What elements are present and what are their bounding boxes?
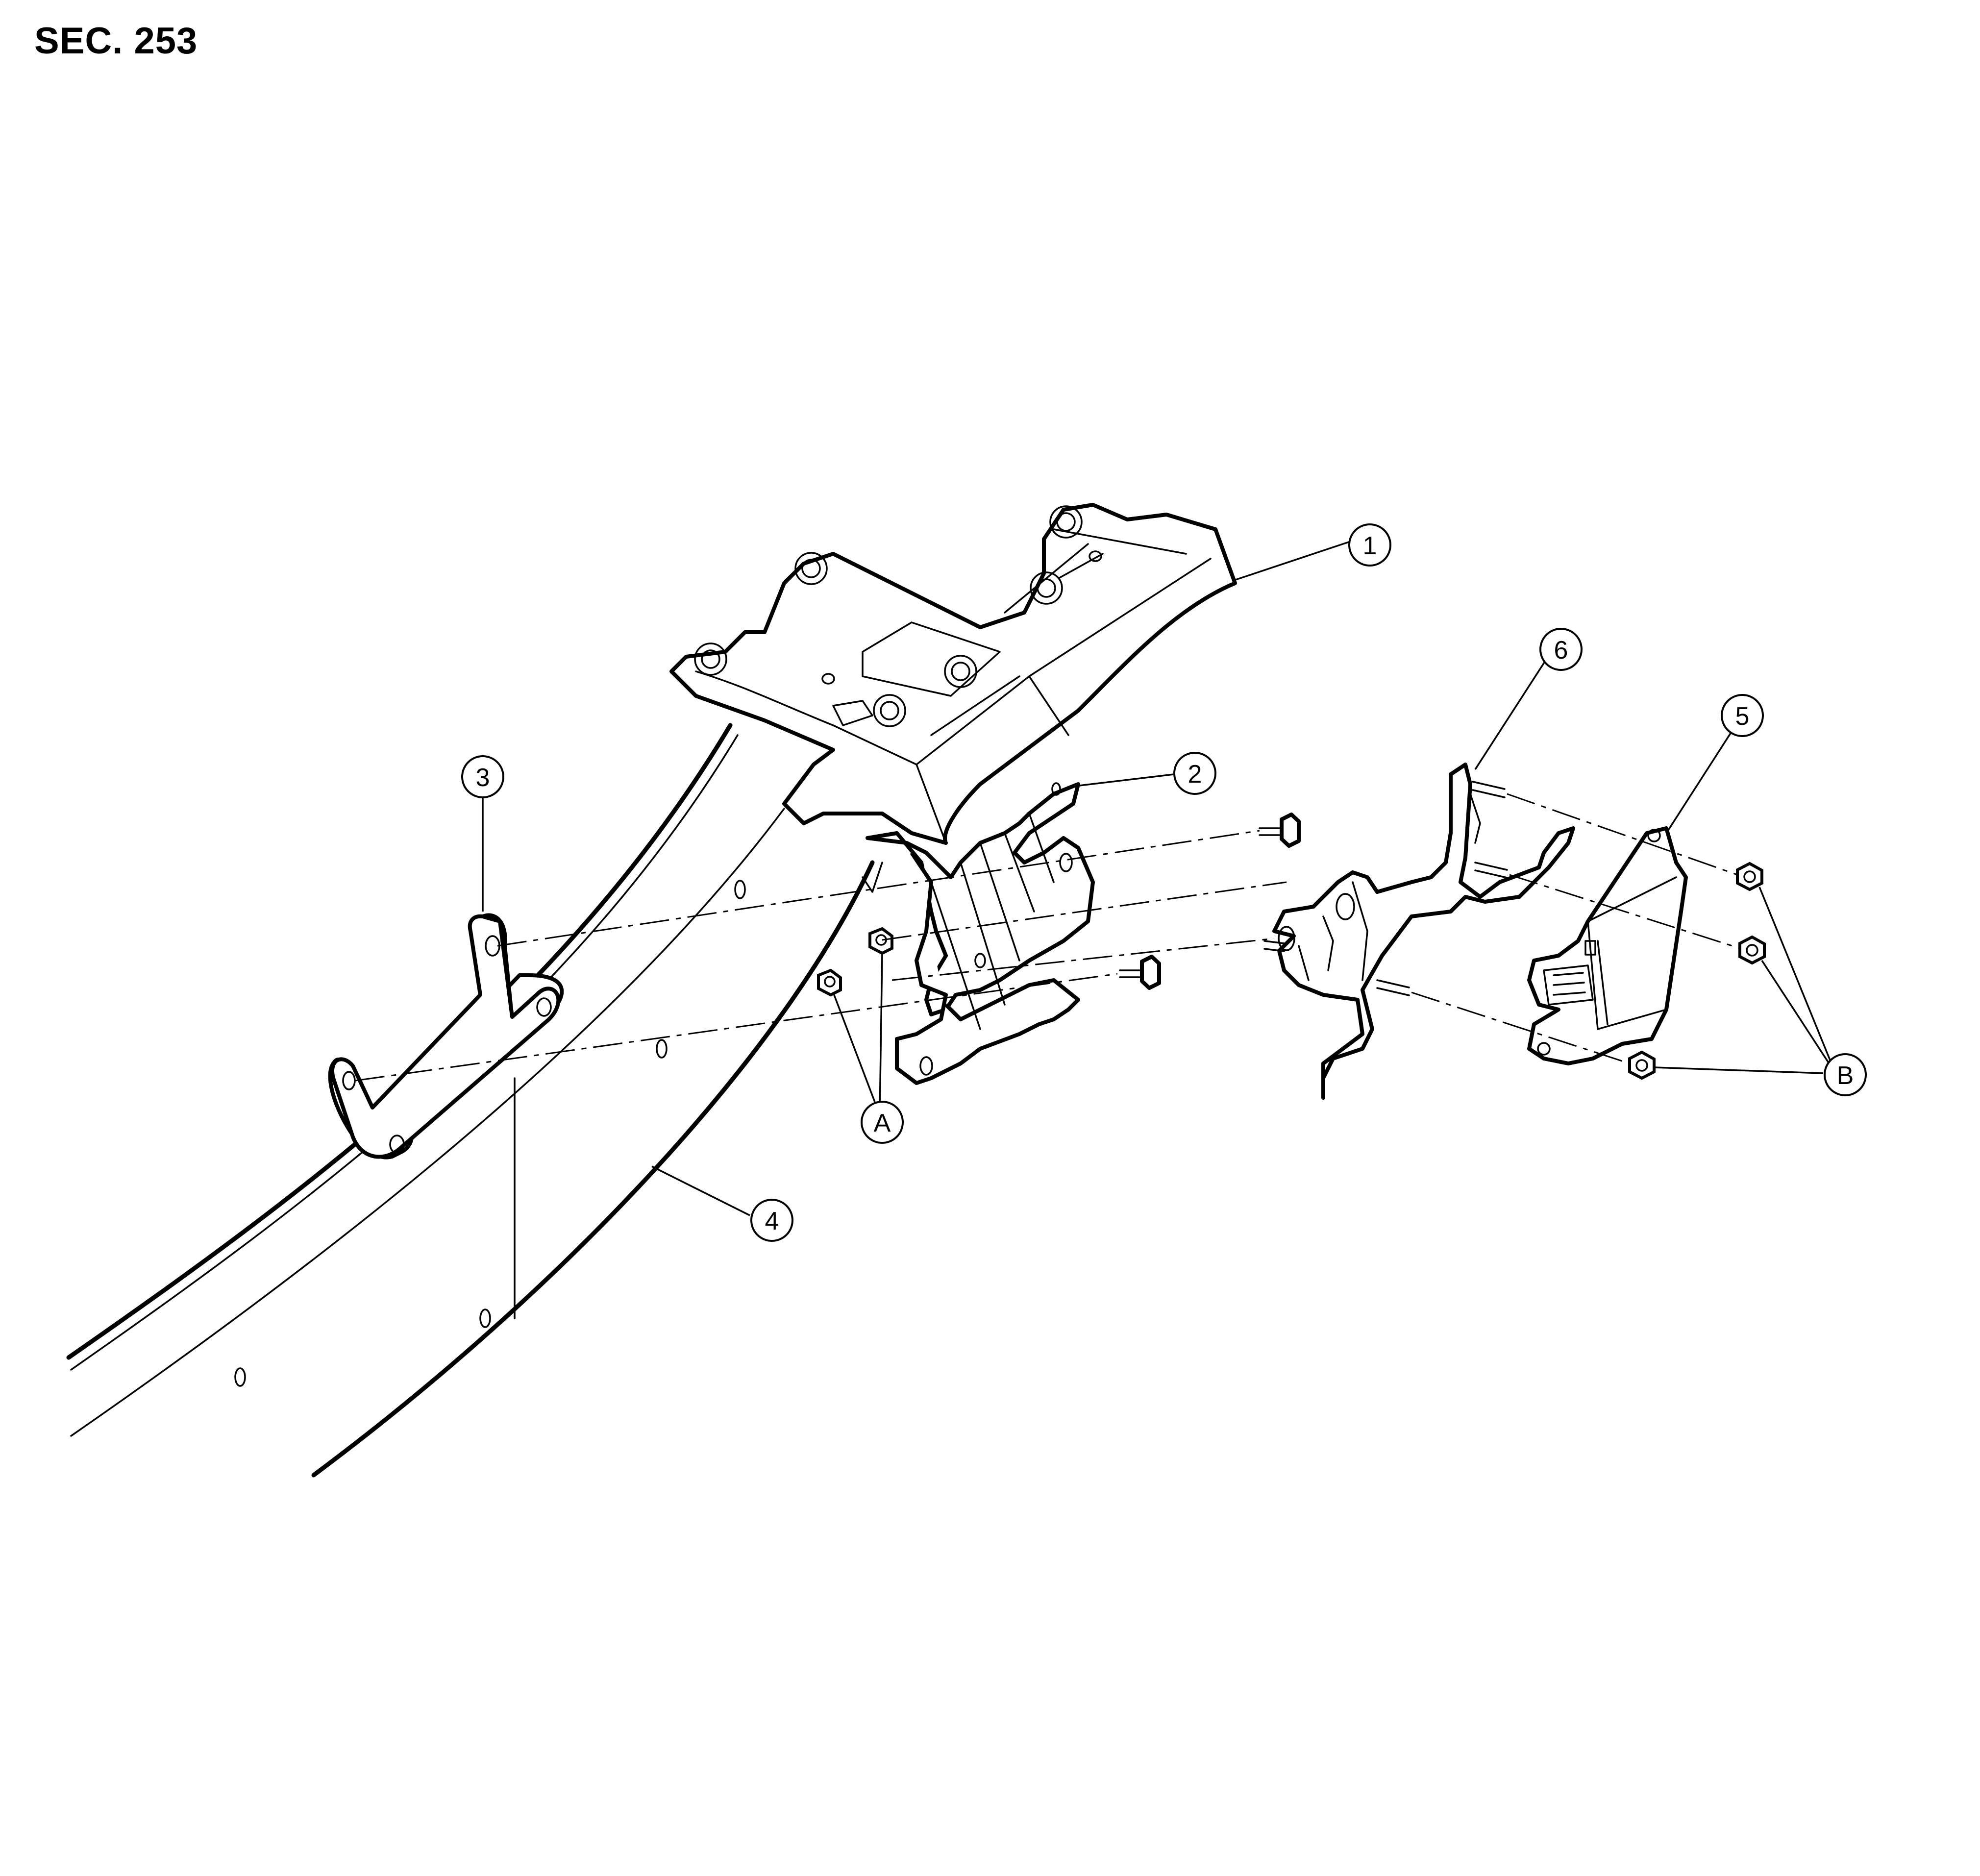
nut-a-upper bbox=[868, 927, 893, 955]
part-3-bracket bbox=[328, 913, 564, 1160]
nut-b-1 bbox=[1736, 862, 1763, 891]
callout-6: 6 bbox=[1539, 628, 1583, 671]
part-1-member bbox=[669, 503, 1237, 845]
bolt-lower bbox=[1119, 955, 1161, 990]
callout-3: 3 bbox=[461, 755, 504, 798]
callout-2-label: 2 bbox=[1188, 760, 1202, 789]
callout-1-label: 1 bbox=[1363, 532, 1377, 560]
part-2-bracket bbox=[862, 782, 1095, 1085]
part-4-frame bbox=[66, 723, 875, 1478]
callout-2: 2 bbox=[1173, 752, 1216, 795]
nut-b-3 bbox=[1628, 1050, 1656, 1080]
part-5-sensor bbox=[1527, 826, 1688, 1065]
nut-a-lower bbox=[817, 968, 842, 997]
assembly-lines bbox=[355, 793, 1740, 1082]
nut-b-2 bbox=[1738, 935, 1766, 965]
bolt-upper bbox=[1259, 813, 1301, 848]
callout-4-label: 4 bbox=[765, 1207, 779, 1235]
callout-5: 5 bbox=[1721, 694, 1764, 737]
callout-4: 4 bbox=[750, 1199, 793, 1242]
fasteners bbox=[817, 813, 1766, 1080]
callout-b-label: B bbox=[1837, 1061, 1854, 1090]
callout-5-label: 5 bbox=[1735, 702, 1750, 731]
callout-b: B bbox=[1824, 1053, 1867, 1096]
callout-3-label: 3 bbox=[476, 764, 490, 792]
callout-6-label: 6 bbox=[1554, 636, 1568, 665]
part-6-bracket bbox=[1263, 763, 1575, 1100]
section-label: SEC. 253 bbox=[34, 20, 198, 62]
callout-a: A bbox=[861, 1101, 904, 1144]
callout-a-label: A bbox=[874, 1109, 891, 1137]
callout-1: 1 bbox=[1348, 523, 1391, 567]
leader-lines bbox=[482, 541, 1836, 1216]
